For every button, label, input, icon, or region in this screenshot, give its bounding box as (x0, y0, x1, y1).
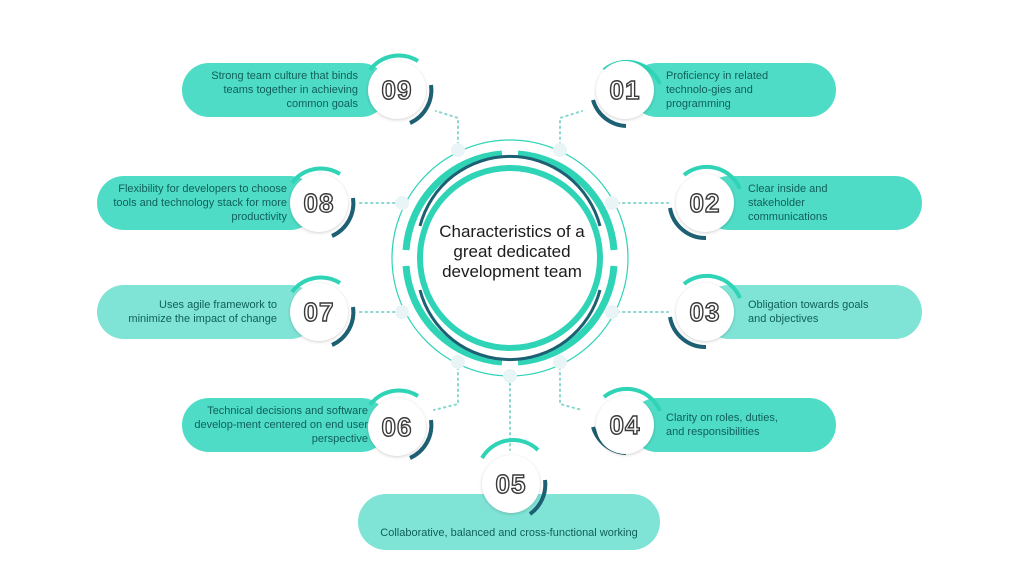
pill-08: Flexibility for developers to choose too… (97, 176, 317, 230)
pill-text-04: Clarity on roles, duties, and responsibi… (666, 412, 778, 438)
badge-arc-06-teal (368, 388, 420, 407)
badge-arc-03-teal (682, 273, 742, 299)
connector-09 (435, 110, 459, 151)
pill-text-02: Clear inside and stakeholder communicati… (748, 183, 828, 223)
badge-number-08: 08 (303, 187, 335, 218)
hub-dark-arc-bottom (418, 289, 602, 361)
badge-02: 02 (676, 174, 734, 232)
node-bottom-left (451, 355, 465, 369)
node-bottom-right (553, 355, 567, 369)
pill-text-08: Flexibility for developers to choose too… (113, 183, 287, 223)
hub-arc-br (517, 265, 618, 366)
node-top-left (451, 143, 465, 157)
pill-04: Clarity on roles, duties, and responsibi… (630, 398, 836, 452)
badge-07: 07 (290, 283, 348, 341)
badge-arc-02-dark (668, 207, 707, 241)
badge-arc-04-teal (602, 386, 662, 412)
pill-09: Strong team culture that binds teams tog… (182, 63, 388, 117)
badge-number-03: 03 (689, 296, 721, 327)
badge-number-02: 02 (689, 187, 721, 218)
connector-01 (559, 110, 583, 151)
badge-arc-07-dark (331, 306, 356, 347)
node-top-right (553, 143, 567, 157)
pill-text-07: Uses agile framework to minimize the imp… (128, 299, 277, 325)
pill-text-06: Technical decisions and software develop… (194, 405, 368, 445)
hub-arc-bl (402, 265, 503, 366)
node-right-top (605, 196, 619, 210)
hub-dark-arc-top (418, 155, 602, 227)
badge-05: 05 (482, 455, 540, 513)
hub-arc-tr (517, 150, 618, 251)
badge-arc-07-teal (290, 275, 342, 294)
node-bottom (503, 369, 517, 383)
badge-08: 08 (290, 174, 348, 232)
diagram-title: Characteristics of a great dedicated dev… (439, 222, 585, 281)
inner-ring (417, 165, 603, 351)
badge-01: 01 (596, 61, 654, 119)
badge-arc-08-dark (331, 197, 356, 238)
badge-arc-05-teal (480, 438, 540, 460)
badge-arc-06-dark (409, 419, 434, 460)
badge-arc-09-teal (368, 53, 420, 72)
badge-number-07: 07 (303, 296, 335, 327)
badge-06: 06 (368, 398, 426, 456)
badge-arc-09-dark (409, 84, 434, 125)
badge-number-09: 09 (381, 74, 413, 105)
badge-arc-03-dark (668, 316, 707, 350)
node-right-bottom (605, 305, 619, 319)
badge-number-01: 01 (609, 74, 641, 105)
badge-04: 04 (596, 396, 654, 454)
pill-text-09: Strong team culture that binds teams tog… (211, 70, 358, 110)
pill-text-05: Collaborative, balanced and cross-functi… (380, 527, 638, 539)
node-left-bottom (395, 305, 409, 319)
pill-text-03: Obligation towards goals and objectives (748, 299, 869, 325)
badge-arc-08-teal (290, 166, 342, 185)
pill-06: Technical decisions and software develop… (182, 398, 388, 452)
badge-03: 03 (676, 283, 734, 341)
hub-arc-tl (402, 150, 503, 251)
badge-arc-02-teal (682, 164, 742, 190)
pill-07: Uses agile framework to minimize the imp… (97, 285, 317, 339)
badge-arc-05-dark (528, 479, 548, 516)
badge-number-06: 06 (381, 411, 413, 442)
connector-04 (559, 361, 583, 411)
pill-01: Proficiency in related technolo-gies and… (630, 63, 836, 117)
badge-09: 09 (368, 61, 426, 119)
badge-number-05: 05 (495, 468, 527, 499)
badge-arc-01-dark (591, 99, 627, 128)
pill-text-01: Proficiency in related technolo-gies and… (666, 70, 769, 110)
badge-number-04: 04 (609, 409, 641, 440)
node-left-top (395, 196, 409, 210)
